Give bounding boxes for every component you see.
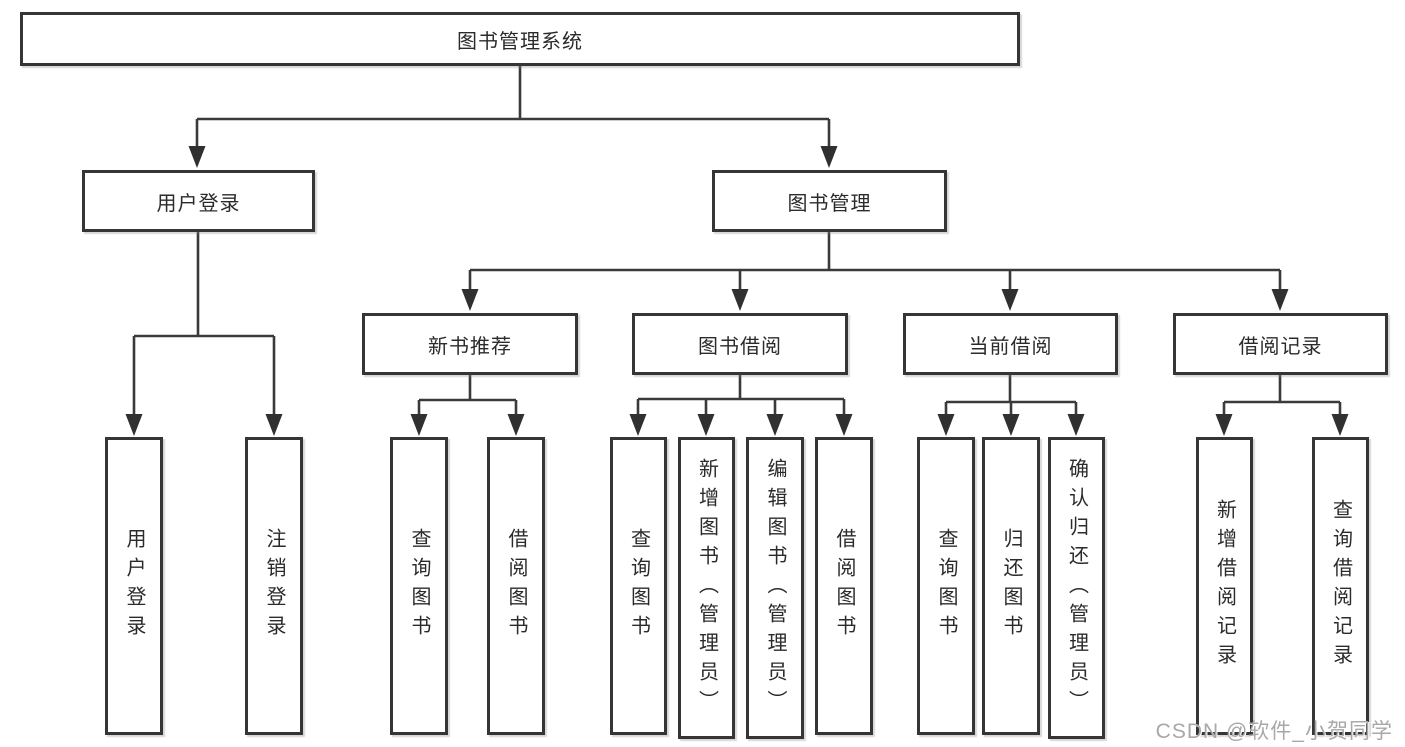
watermark: CSDN @软件_小贺同学 xyxy=(1155,720,1393,743)
leaf-user-login: 用户登录 xyxy=(105,437,163,735)
leaf-return-books: 归还图书 xyxy=(982,437,1040,735)
leaf-add-books-admin: 新增图书（管理员） xyxy=(678,437,735,739)
node-book-borrowing: 图书借阅 xyxy=(632,313,848,375)
node-user-login: 用户登录 xyxy=(82,170,315,232)
node-book-management: 图书管理 xyxy=(712,170,947,232)
leaf-recommend-borrow-books: 借阅图书 xyxy=(487,437,545,735)
leaf-query-borrow-record: 查询借阅记录 xyxy=(1312,437,1369,735)
leaf-edit-books-admin: 编辑图书（管理员） xyxy=(746,437,804,739)
leaf-add-borrow-record: 新增借阅记录 xyxy=(1196,437,1253,735)
node-library-management-system: 图书管理系统 xyxy=(20,12,1020,66)
leaf-borrow-query-books: 查询图书 xyxy=(610,437,667,735)
leaf-confirm-return-admin: 确认归还（管理员） xyxy=(1048,437,1105,739)
leaf-borrow-books: 借阅图书 xyxy=(815,437,873,735)
node-new-book-recommendation: 新书推荐 xyxy=(362,313,578,375)
leaf-recommend-query-books: 查询图书 xyxy=(390,437,448,735)
node-current-borrowing: 当前借阅 xyxy=(903,313,1118,375)
leaf-current-query-books: 查询图书 xyxy=(917,437,975,735)
node-borrowing-records: 借阅记录 xyxy=(1173,313,1388,375)
leaf-logout: 注销登录 xyxy=(245,437,303,735)
